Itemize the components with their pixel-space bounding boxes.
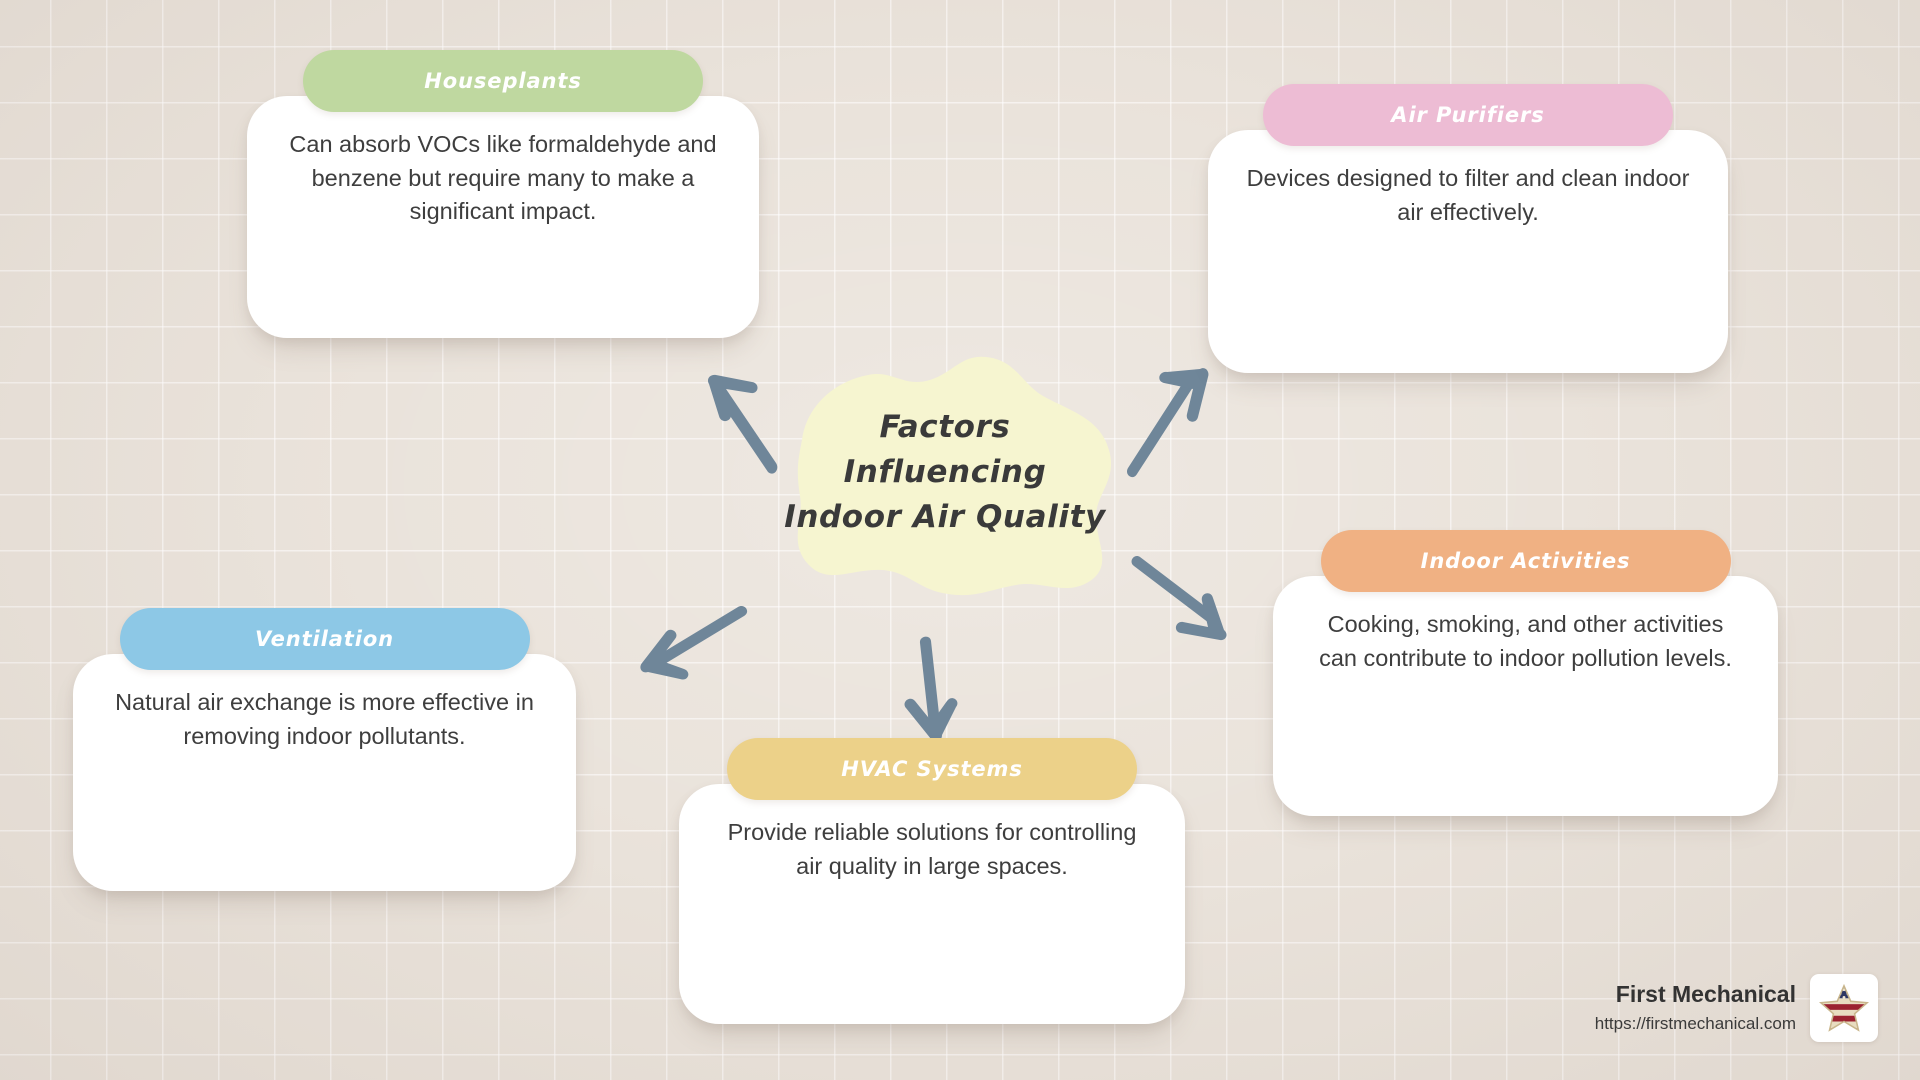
arrow-to-ventilation: [640, 605, 748, 680]
card-description: Cooking, smoking, and other activities c…: [1319, 611, 1732, 671]
card-description: Devices designed to filter and clean ind…: [1246, 165, 1690, 225]
card-header-houseplants: Houseplants: [303, 50, 703, 112]
card-description: Provide reliable solutions for controlli…: [727, 819, 1137, 879]
branding[interactable]: First Mechanical https://firstmechanical…: [1595, 974, 1878, 1042]
card-air-purifiers[interactable]: Devices designed to filter and clean ind…: [1208, 84, 1728, 373]
card-title: Houseplants: [424, 69, 582, 93]
center-blob-shape: [797, 356, 1112, 596]
card-description: Natural air exchange is more effective i…: [115, 689, 534, 749]
card-body: Devices designed to filter and clean ind…: [1208, 130, 1728, 373]
card-title: Indoor Activities: [1420, 549, 1631, 573]
card-header-air-purifiers: Air Purifiers: [1263, 84, 1673, 146]
center-node-text: Factors Influencing Indoor Air Quality: [760, 348, 1130, 598]
card-description: Can absorb VOCs like formaldehyde and be…: [289, 131, 717, 225]
card-body: Provide reliable solutions for controlli…: [679, 784, 1185, 1024]
american-flag-star-icon: [1810, 974, 1878, 1042]
center-line-2: Influencing: [843, 454, 1047, 491]
card-header-ventilation: Ventilation: [119, 608, 530, 670]
arrow-to-houseplants: [707, 374, 778, 474]
card-header-indoor-activities: Indoor Activities: [1320, 530, 1731, 592]
brand-name: First Mechanical: [1615, 981, 1796, 1008]
card-body: Can absorb VOCs like formaldehyde and be…: [247, 96, 759, 338]
center-line-3: Indoor Air Quality: [784, 498, 1106, 535]
card-ventilation[interactable]: Natural air exchange is more effective i…: [73, 608, 576, 891]
card-body: Natural air exchange is more effective i…: [73, 654, 576, 891]
center-line-1: Factors: [879, 409, 1011, 446]
brand-text-block: First Mechanical https://firstmechanical…: [1595, 980, 1796, 1036]
card-title: Air Purifiers: [1391, 103, 1545, 127]
center-node: Factors Influencing Indoor Air Quality: [760, 348, 1130, 598]
brand-url[interactable]: https://firstmechanical.com: [1594, 1014, 1796, 1034]
card-houseplants[interactable]: Can absorb VOCs like formaldehyde and be…: [247, 50, 759, 338]
arrow-to-hvac-systems: [904, 636, 958, 742]
arrow-to-air-purifiers: [1126, 368, 1209, 478]
card-title: HVAC Systems: [841, 757, 1023, 781]
card-title: Ventilation: [254, 627, 395, 651]
card-hvac-systems[interactable]: Provide reliable solutions for controlli…: [679, 738, 1185, 1024]
card-body: Cooking, smoking, and other activities c…: [1273, 576, 1778, 816]
card-header-hvac-systems: HVAC Systems: [727, 738, 1137, 800]
arrow-to-indoor-activities: [1131, 555, 1227, 641]
card-indoor-activities[interactable]: Cooking, smoking, and other activities c…: [1273, 530, 1778, 816]
